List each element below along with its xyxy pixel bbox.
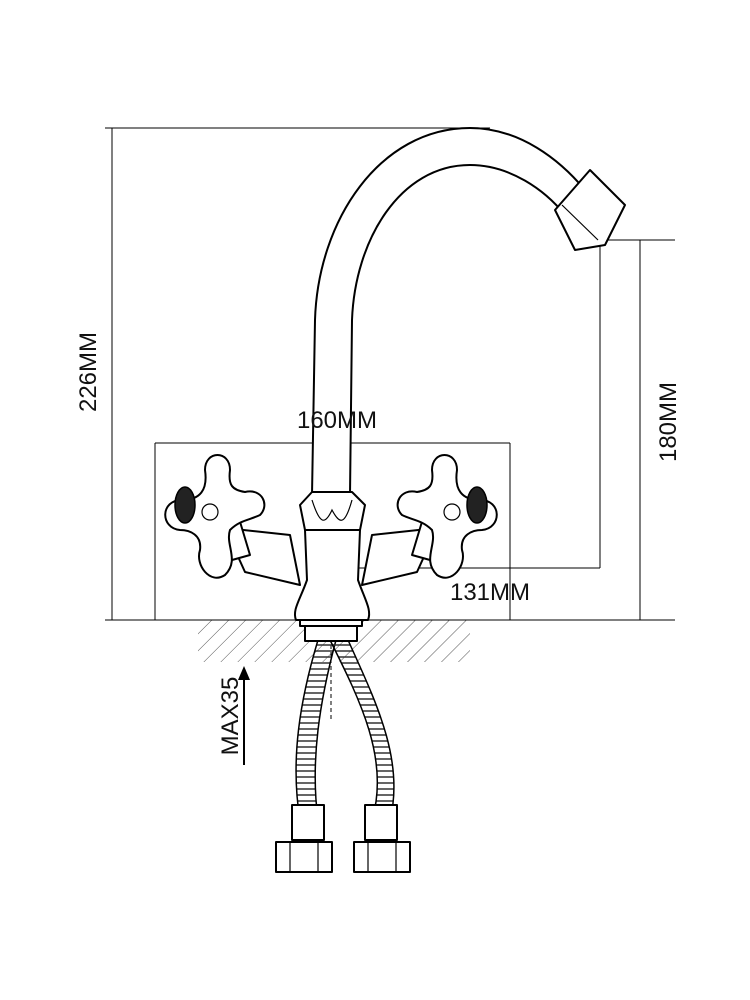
label-spout-height: 180MM <box>655 382 682 462</box>
dimension-lines <box>105 127 675 720</box>
flex-hoses <box>275 617 411 873</box>
label-max-countertop: MAX35 <box>217 677 244 756</box>
label-handle-span: 160MM <box>297 407 377 434</box>
spout <box>311 127 586 496</box>
spout-nozzle <box>554 169 626 251</box>
label-spout-reach: 131MM <box>450 579 530 606</box>
left-handle <box>164 454 301 586</box>
right-handle <box>361 454 498 586</box>
label-total-height: 226MM <box>75 332 102 412</box>
faucet-body <box>294 491 371 621</box>
arrow-head-icon <box>238 666 250 680</box>
